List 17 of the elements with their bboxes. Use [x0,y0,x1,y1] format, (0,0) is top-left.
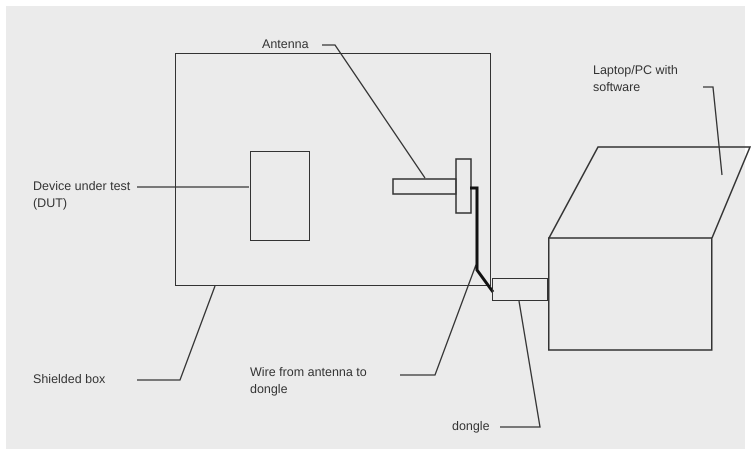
part-label: Wire from antenna to dongle [250,364,400,400]
part-label: dongle [452,418,500,436]
wire-drawing [468,186,496,296]
device-rectangle [250,151,310,241]
part-label: Laptop/PC with software [593,62,703,98]
leader-line [703,86,723,176]
laptop-drawing [548,145,751,352]
antenna-drawing [392,158,473,214]
leader-line [137,186,249,188]
part-label: Device under test (DUT) [33,178,137,214]
leader-line [500,300,541,428]
leader-line [322,44,426,178]
shielded-box [175,53,491,286]
leader-line [137,286,216,381]
part-label: Shielded box [33,371,137,389]
part-label: Antenna [262,36,322,54]
dongle-drawing [492,278,548,301]
